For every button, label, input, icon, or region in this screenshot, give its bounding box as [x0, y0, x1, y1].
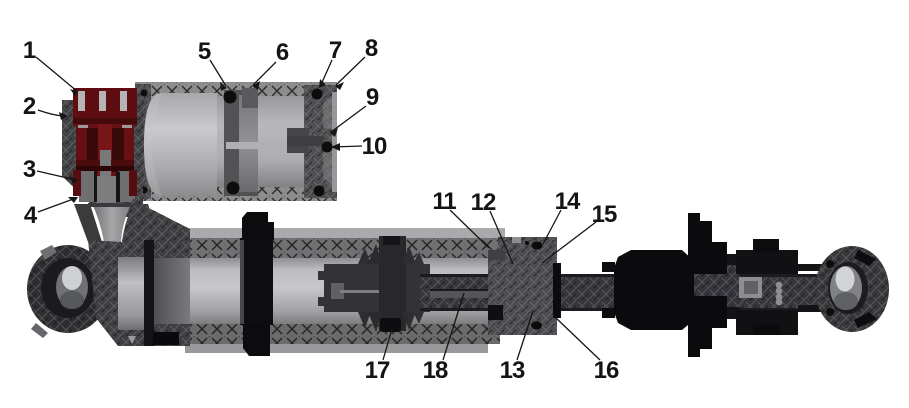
svg-text:5: 5: [198, 38, 211, 65]
svg-text:9: 9: [366, 84, 379, 111]
svg-text:13: 13: [500, 357, 525, 384]
svg-text:14: 14: [555, 188, 581, 215]
svg-text:11: 11: [432, 188, 456, 215]
svg-text:8: 8: [365, 35, 378, 62]
svg-text:16: 16: [594, 357, 619, 384]
svg-text:2: 2: [23, 93, 36, 120]
svg-text:12: 12: [471, 189, 496, 216]
svg-text:7: 7: [329, 37, 342, 64]
svg-text:18: 18: [423, 357, 448, 384]
svg-text:3: 3: [23, 156, 36, 183]
svg-text:15: 15: [592, 201, 617, 228]
svg-text:6: 6: [276, 39, 289, 66]
svg-text:4: 4: [24, 202, 38, 229]
svg-text:17: 17: [365, 357, 390, 384]
svg-text:10: 10: [362, 133, 387, 160]
svg-text:1: 1: [23, 37, 36, 64]
